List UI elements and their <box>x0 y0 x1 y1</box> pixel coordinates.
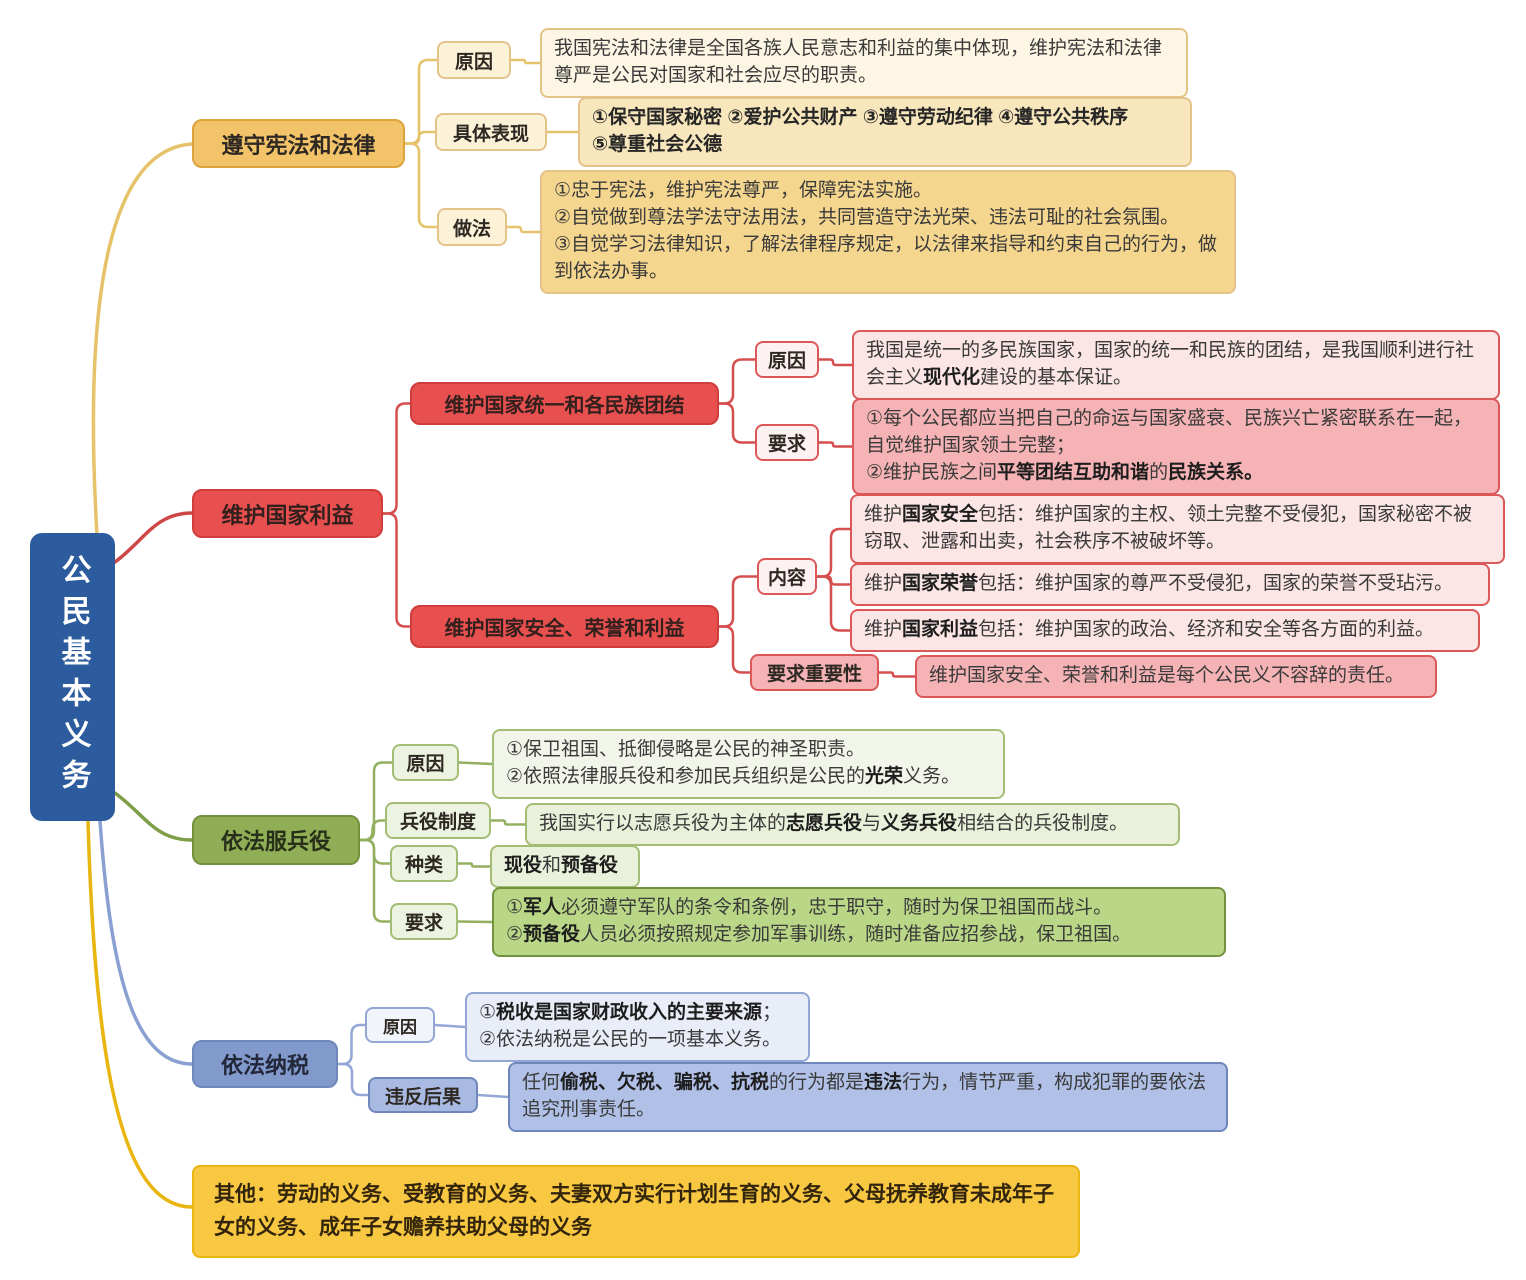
root-node: 公民基本义务 <box>30 533 115 821</box>
subnode-national-unity: 维护国家统一和各民族团结 <box>410 382 719 425</box>
content-honor-item: 维护国家荣誉包括：维护国家的尊严不受侵犯，国家的荣誉不受玷污。 <box>850 563 1490 606</box>
subnode-national-security-honor-interest: 维护国家安全、荣誉和利益 <box>410 605 719 648</box>
content-service-system: 我国实行以志愿兵役为主体的志愿兵役与义务兵役相结合的兵役制度。 <box>525 803 1180 846</box>
label-practice: 做法 <box>437 208 507 246</box>
label-requirement: 要求 <box>755 424 819 461</box>
label-service-system: 兵役制度 <box>385 802 491 839</box>
content-practice: ①忠于宪法，维护宪法尊严，保障宪法实施。 ②自觉做到尊法学法守法用法，共同营造守… <box>540 170 1236 294</box>
label-types: 种类 <box>390 845 458 882</box>
content-reason: ①保卫祖国、抵御侵略是公民的神圣职责。 ②依照法律服兵役和参加民兵组织是公民的光… <box>492 729 1005 799</box>
content-requirement-importance: 维护国家安全、荣誉和利益是每个公民义不容辞的责任。 <box>915 655 1437 698</box>
content-requirement: ①军人必须遵守军队的条令和条例，忠于职守，随时为保卫祖国而战斗。 ②预备役人员必… <box>492 887 1226 957</box>
label-reason: 原因 <box>755 341 819 378</box>
content-types: 现役和预备役 <box>490 845 640 888</box>
label-reason: 原因 <box>392 744 459 781</box>
branch-military-service-node: 依法服兵役 <box>192 815 360 865</box>
branch-other-obligations-node: 其他：劳动的义务、受教育的义务、夫妻双方实行计划生育的义务、父母抚养教育未成年子… <box>192 1165 1080 1259</box>
label-violation-consequence: 违反后果 <box>368 1077 478 1113</box>
content-reason: 我国是统一的多民族国家，国家的统一和民族的团结，是我国顺利进行社会主义现代化建设… <box>852 330 1500 400</box>
content-interest-item: 维护国家利益包括：维护国家的政治、经济和安全等各方面的利益。 <box>850 609 1480 652</box>
branch-constitution-node: 遵守宪法和法律 <box>192 119 405 168</box>
label-requirement-importance: 要求重要性 <box>750 654 879 691</box>
content-reason: ①税收是国家财政收入的主要来源； ②依法纳税是公民的一项基本义务。 <box>465 992 810 1062</box>
label-manifestations: 具体表现 <box>435 113 547 151</box>
branch-tax-node: 依法纳税 <box>192 1040 338 1088</box>
label-reason: 原因 <box>437 41 511 79</box>
label-contents: 内容 <box>757 558 817 595</box>
label-reason: 原因 <box>365 1007 435 1043</box>
content-reason: 我国宪法和法律是全国各族人民意志和利益的集中体现，维护宪法和法律尊严是公民对国家… <box>540 28 1188 98</box>
content-security-item: 维护国家安全包括：维护国家的主权、领土完整不受侵犯，国家秘密不被窃取、泄露和出卖… <box>850 494 1505 564</box>
content-violation-consequence: 任何偷税、欠税、骗税、抗税的行为都是违法行为，情节严重，构成犯罪的要依法追究刑事… <box>508 1062 1228 1132</box>
content-requirement: ①每个公民都应当把自己的命运与国家盛衰、民族兴亡紧密联系在一起，自觉维护国家领土… <box>852 398 1500 495</box>
branch-national-interest-node: 维护国家利益 <box>192 489 383 538</box>
content-manifestations: ①保守国家秘密 ②爱护公共财产 ③遵守劳动纪律 ④遵守公共秩序 ⑤尊重社会公德 <box>578 97 1192 167</box>
label-requirement: 要求 <box>390 903 458 940</box>
